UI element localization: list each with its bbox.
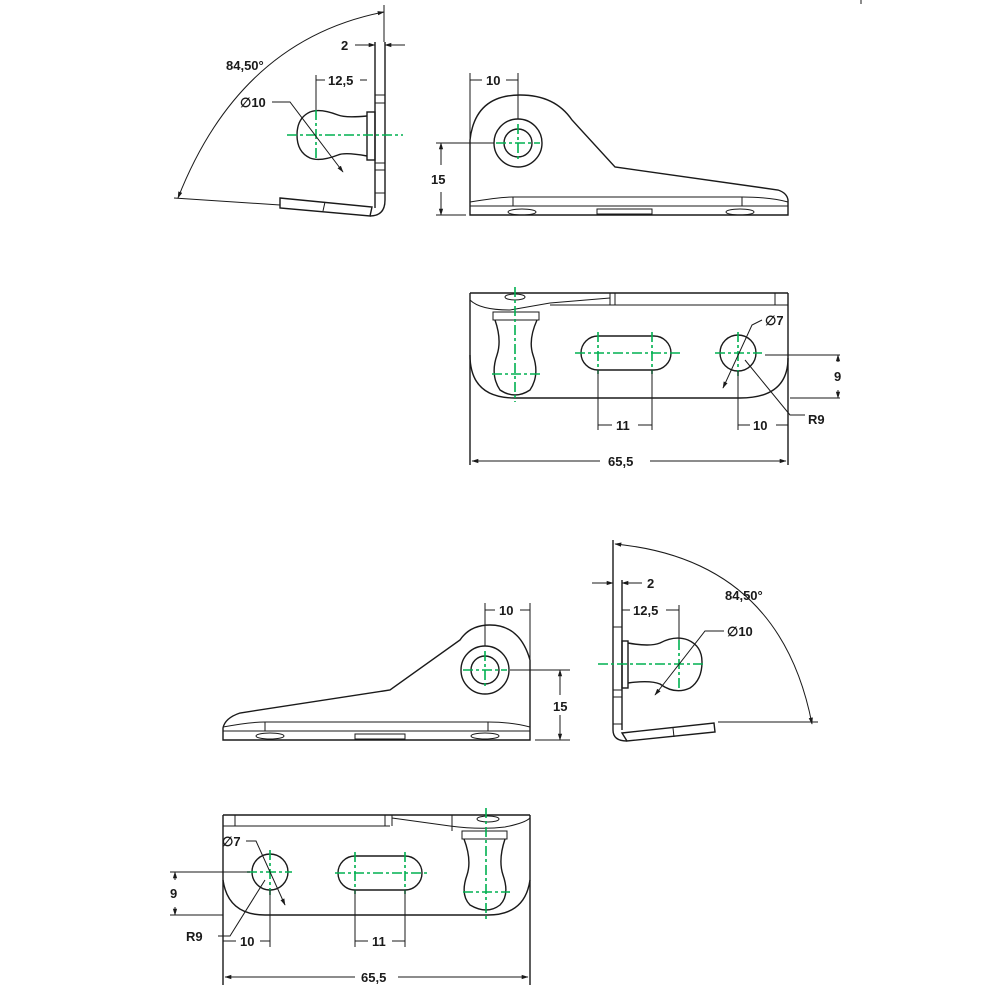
slot-length-label: 11 xyxy=(372,934,386,949)
side-view-bottom-right: 84,50° 2 12,5 ∅10 xyxy=(592,540,818,742)
height-label: 15 xyxy=(431,172,445,187)
radius-label: R9 xyxy=(808,412,825,427)
diameter-label: ∅10 xyxy=(727,624,753,639)
offset-label: 12,5 xyxy=(328,73,353,88)
side-view-top-left: 84,50° 2 12,5 ∅10 xyxy=(173,5,405,217)
front-view-bottom-left: 10 15 xyxy=(222,603,570,741)
hole-offset-label: 10 xyxy=(486,73,500,88)
front-view-top-right: 10 15 xyxy=(431,73,789,216)
radius-label: R9 xyxy=(186,929,203,944)
diameter-label: ∅10 xyxy=(240,95,266,110)
hole-diameter-label: ∅7 xyxy=(222,834,241,849)
angle-label: 84,50° xyxy=(725,588,763,603)
vertical-label: 9 xyxy=(834,369,841,384)
plan-view-top: ∅7 9 11 10 R9 65,5 xyxy=(469,287,841,469)
angle-label: 84,50° xyxy=(226,58,264,73)
overall-length-label: 65,5 xyxy=(361,970,386,985)
hole-diameter-label: ∅7 xyxy=(765,313,784,328)
edge-offset-label: 10 xyxy=(240,934,254,949)
slot-length-label: 11 xyxy=(616,418,630,433)
thickness-label: 2 xyxy=(647,576,654,591)
thickness-label: 2 xyxy=(341,38,348,53)
plan-view-bottom: ∅7 9 R9 10 11 65,5 xyxy=(170,808,531,985)
hole-offset-label: 10 xyxy=(499,603,513,618)
edge-offset-label: 10 xyxy=(753,418,767,433)
vertical-label: 9 xyxy=(170,886,177,901)
height-label: 15 xyxy=(553,699,567,714)
offset-label: 12,5 xyxy=(633,603,658,618)
overall-length-label: 65,5 xyxy=(608,454,633,469)
